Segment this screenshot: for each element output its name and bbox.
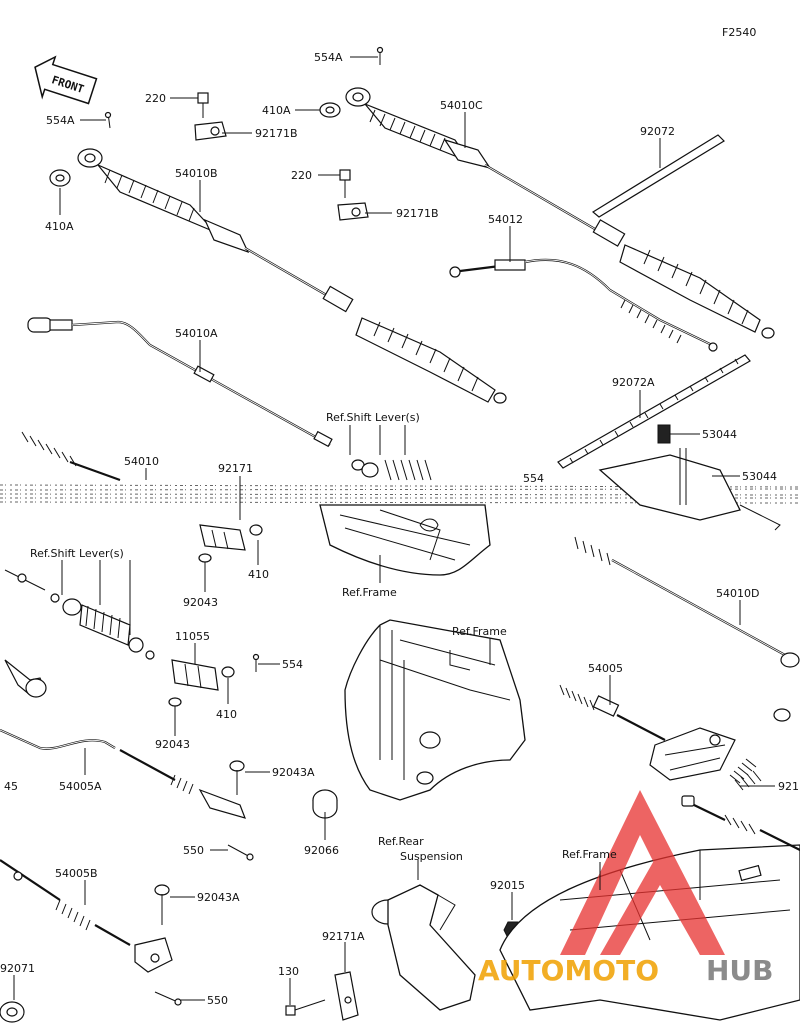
pin-554A-top xyxy=(376,46,384,65)
watermark-logo-icon xyxy=(560,790,725,955)
label-ref-shift-left: Ref.Shift Lever(s) xyxy=(30,547,124,560)
label-92171A: 92171A xyxy=(322,930,365,943)
frame-section-right xyxy=(598,448,781,531)
cable-54005B xyxy=(0,859,173,973)
cable-54012 xyxy=(449,258,718,352)
watermark-text-hub: HUB xyxy=(706,954,774,987)
label-550-b: 550 xyxy=(207,994,228,1007)
cable-tie-92072 xyxy=(591,134,725,218)
label-54005: 54005 xyxy=(588,662,623,675)
spring-set-top xyxy=(351,459,432,481)
frame-section-top xyxy=(319,504,491,576)
cable-54005 xyxy=(559,684,791,784)
spring-set-left xyxy=(4,569,155,660)
scan-noise-band xyxy=(0,484,800,504)
label-54010A: 54010A xyxy=(175,327,218,340)
pin-92043-a xyxy=(198,553,212,580)
label-54010C: 54010C xyxy=(440,99,483,112)
label-92071: 92071 xyxy=(0,962,35,975)
label-554-mid: 554 xyxy=(282,658,303,671)
label-550-a: 550 xyxy=(183,844,204,857)
cable-54010D xyxy=(574,536,800,668)
bolt-220-a xyxy=(197,92,209,118)
label-92043A-a: 92043A xyxy=(272,766,315,779)
label-92171: 92171 xyxy=(218,462,253,475)
washer-410A-a xyxy=(319,102,341,118)
label-ref-rear-1: Ref.Rear xyxy=(378,835,424,848)
label-92072: 92072 xyxy=(640,125,675,138)
label-ref-rear-2: Suspension xyxy=(400,850,463,863)
label-220-b: 220 xyxy=(291,169,312,182)
clip-53044-a xyxy=(657,424,671,444)
grommet-92071 xyxy=(0,1001,25,1023)
cable-right-lower xyxy=(681,770,800,851)
cable-54010A xyxy=(27,317,333,448)
washer-410-a xyxy=(249,524,263,536)
pin-92043A-b xyxy=(154,884,170,925)
cap-92066 xyxy=(312,789,338,819)
pin-92043-b xyxy=(168,697,182,728)
label-92171B-a: 92171B xyxy=(255,127,298,140)
label-92043-a: 92043 xyxy=(183,596,218,609)
cotter-550-a xyxy=(227,844,254,861)
cable-tie-92072A xyxy=(557,354,751,469)
cable-54010 xyxy=(21,431,121,482)
grip-stub-left xyxy=(4,659,47,698)
pin-92043A-a xyxy=(229,760,245,795)
bolt-130 xyxy=(285,999,326,1016)
bracket-92171B-b xyxy=(337,202,369,221)
label-54010D: 54010D xyxy=(716,587,759,600)
figure-code: F2540 xyxy=(722,26,756,39)
label-45: 45 xyxy=(4,780,18,793)
label-53044-a: 53044 xyxy=(702,428,737,441)
front-arrow-icon: FRONT xyxy=(34,55,98,105)
label-220-a: 220 xyxy=(145,92,166,105)
label-53044-b: 53044 xyxy=(742,470,777,483)
cotter-550-b xyxy=(154,991,182,1006)
label-54012: 54012 xyxy=(488,213,523,226)
frame-section-mid xyxy=(344,619,526,801)
label-554-right: 554 xyxy=(523,472,544,485)
pin-554-mid xyxy=(252,653,260,672)
label-54005B: 54005B xyxy=(55,867,98,880)
washer-410-b xyxy=(221,666,235,678)
label-554A-left: 554A xyxy=(46,114,75,127)
label-54010B: 54010B xyxy=(175,167,218,180)
label-410-b: 410 xyxy=(216,708,237,721)
bracket-92171A xyxy=(334,971,359,1021)
label-92072A: 92072A xyxy=(612,376,655,389)
label-92171B-b: 92171B xyxy=(396,207,439,220)
watermark-text-automoto: AUTOMOTO xyxy=(478,954,659,987)
cable-54005A xyxy=(0,728,246,819)
label-410A-a: 410A xyxy=(262,104,291,117)
washer-410A-b xyxy=(49,169,71,187)
label-410A-b: 410A xyxy=(45,220,74,233)
label-54010: 54010 xyxy=(124,455,159,468)
bolt-220-b xyxy=(339,169,351,198)
label-92015: 92015 xyxy=(490,879,525,892)
cable-54010C xyxy=(345,87,775,339)
pin-554A-left xyxy=(104,111,112,129)
rear-suspension xyxy=(371,884,476,1011)
label-11055: 11055 xyxy=(175,630,210,643)
label-ref-frame-1: Ref.Frame xyxy=(342,586,397,599)
cable-54010B xyxy=(77,148,507,404)
bracket-11055 xyxy=(171,659,219,691)
label-921-cut: 921 xyxy=(778,780,799,793)
leader-lines xyxy=(13,56,775,1005)
bracket-92171B-a xyxy=(194,121,227,141)
label-ref-frame-2: Ref.Frame xyxy=(452,625,507,638)
label-554A-top: 554A xyxy=(314,51,343,64)
label-92066: 92066 xyxy=(304,844,339,857)
bracket-92171 xyxy=(199,524,246,551)
label-130: 130 xyxy=(278,965,299,978)
label-92043A-b: 92043A xyxy=(197,891,240,904)
part-labels: 554A 554A 220 220 410A 410A 92171B 92171… xyxy=(0,51,799,1007)
label-92043-b: 92043 xyxy=(155,738,190,751)
label-410-a: 410 xyxy=(248,568,269,581)
label-ref-frame-3: Ref.Frame xyxy=(562,848,617,861)
label-54005A: 54005A xyxy=(59,780,102,793)
label-ref-shift-top: Ref.Shift Lever(s) xyxy=(326,411,420,424)
